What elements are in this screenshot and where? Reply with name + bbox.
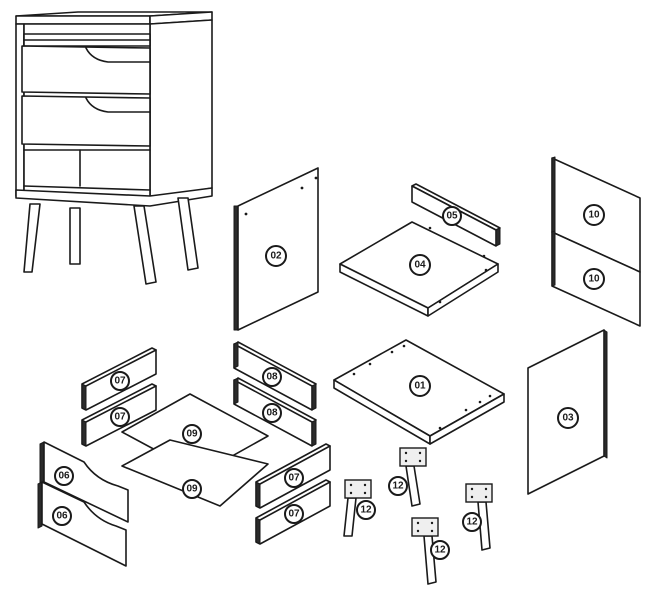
label-05: 05 [442, 206, 462, 226]
svg-text:07: 07 [114, 412, 126, 423]
label-01: 01 [409, 375, 431, 397]
svg-text:07: 07 [288, 473, 300, 484]
assembled-nightstand [15, 11, 213, 285]
leg-12-a [343, 479, 372, 537]
svg-text:05: 05 [446, 211, 458, 222]
label-07-b: 07 [110, 407, 130, 427]
svg-text:03: 03 [562, 413, 574, 424]
label-03: 03 [557, 407, 579, 429]
svg-text:09: 09 [186, 484, 198, 495]
label-08-b: 08 [262, 403, 282, 423]
label-06-b: 06 [52, 506, 72, 526]
label-09-b: 09 [182, 479, 202, 499]
label-12-a: 12 [356, 500, 376, 520]
label-06-a: 06 [54, 466, 74, 486]
svg-text:06: 06 [58, 471, 70, 482]
svg-text:12: 12 [466, 517, 478, 528]
svg-text:12: 12 [434, 545, 446, 556]
label-04: 04 [409, 254, 431, 276]
label-12-b: 12 [388, 476, 408, 496]
svg-text:07: 07 [288, 509, 300, 520]
svg-text:04: 04 [414, 260, 426, 271]
label-10-top: 10 [583, 204, 605, 226]
svg-text:08: 08 [266, 372, 278, 383]
leg-12-b [399, 447, 427, 507]
svg-text:07: 07 [114, 376, 126, 387]
svg-text:06: 06 [56, 511, 68, 522]
svg-text:02: 02 [270, 251, 282, 262]
label-12-c: 12 [430, 540, 450, 560]
label-09-a: 09 [182, 424, 202, 444]
label-08-a: 08 [262, 367, 282, 387]
label-12-d: 12 [462, 512, 482, 532]
svg-text:09: 09 [186, 429, 198, 440]
label-07-a: 07 [110, 371, 130, 391]
drawer-front-06-b [37, 481, 127, 567]
svg-text:12: 12 [360, 505, 372, 516]
label-10-bottom: 10 [583, 268, 605, 290]
label-07-c: 07 [284, 468, 304, 488]
label-02: 02 [265, 245, 287, 267]
svg-text:10: 10 [588, 210, 600, 221]
leg-12-d [465, 483, 493, 551]
svg-text:08: 08 [266, 408, 278, 419]
label-07-d: 07 [284, 504, 304, 524]
svg-text:12: 12 [392, 481, 404, 492]
svg-text:01: 01 [414, 381, 426, 392]
svg-text:10: 10 [588, 274, 600, 285]
